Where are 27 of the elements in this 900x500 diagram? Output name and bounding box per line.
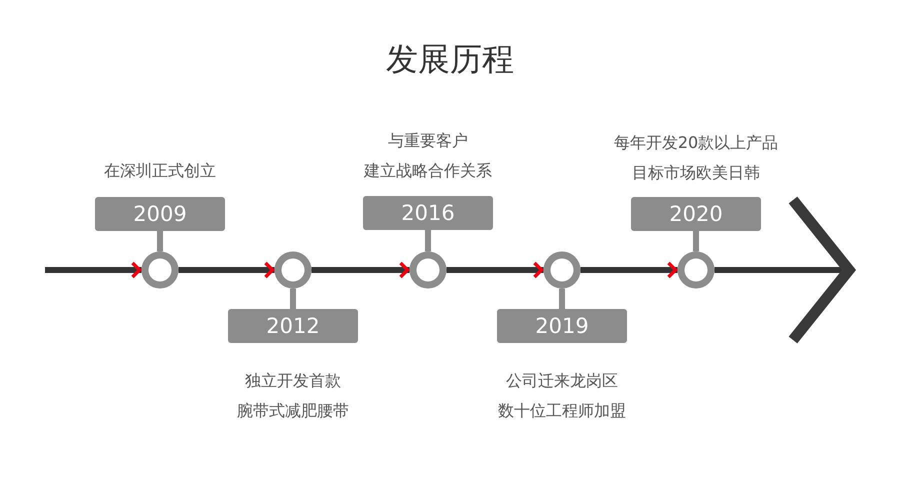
- timeline-arrow: [714, 194, 854, 346]
- milestone-description: 每年开发20款以上产品目标市场欧美日韩: [612, 132, 780, 184]
- timeline-segment: [312, 261, 410, 279]
- year-label: 2012: [228, 309, 358, 343]
- connector-stem: [425, 230, 431, 252]
- title: 发展历程: [385, 39, 515, 80]
- connector-stem: [559, 288, 565, 309]
- year-label: 2019: [497, 309, 627, 343]
- timeline-segment: [446, 261, 544, 279]
- timeline-segment: [580, 261, 678, 279]
- timeline-segment: [45, 261, 142, 279]
- timeline-dot: [677, 251, 715, 289]
- year-label: 2020: [631, 197, 761, 231]
- year-label: 2016: [363, 196, 493, 230]
- connector-stem: [290, 288, 296, 309]
- timeline-dot: [141, 251, 179, 289]
- timeline-dot: [409, 251, 447, 289]
- timeline-dot: [543, 251, 581, 289]
- year-label: 2009: [95, 197, 225, 231]
- milestone-description: 与重要客户建立战略合作关系: [362, 130, 493, 182]
- connector-stem: [157, 231, 163, 252]
- connector-stem: [693, 231, 699, 252]
- timeline-dot: [274, 251, 312, 289]
- timeline-segment: [178, 261, 274, 279]
- milestone-description: 在深圳正式创立: [103, 160, 217, 182]
- milestone-description: 独立开发首款腕带式减肥腰带: [236, 370, 350, 422]
- milestone-description: 公司迁来龙岗区数十位工程师加盟: [497, 370, 627, 422]
